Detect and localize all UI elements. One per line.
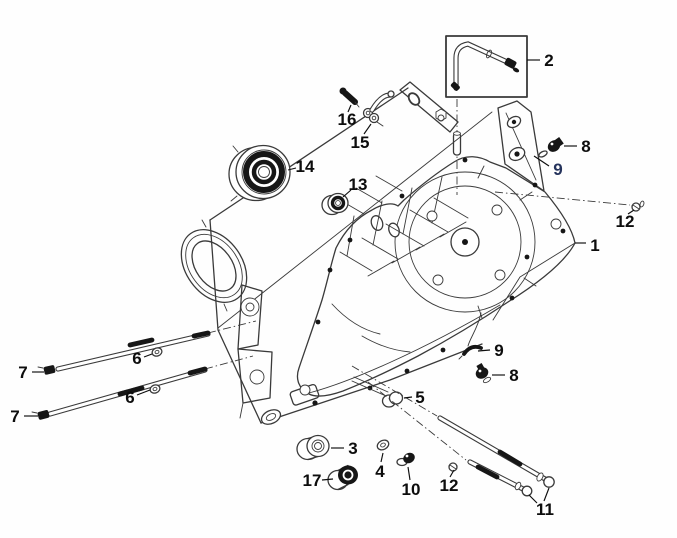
leader-line-14 bbox=[287, 167, 297, 171]
mount-bracket-left bbox=[237, 284, 273, 419]
part-13-bushing bbox=[321, 192, 349, 216]
callout-label-13: 13 bbox=[349, 175, 368, 194]
part-15-oil-pipe-assembly bbox=[362, 90, 395, 127]
leader-line-15 bbox=[363, 123, 372, 135]
callout-label-11: 11 bbox=[536, 500, 554, 519]
part-9-clip-lower bbox=[458, 312, 483, 360]
part-3-collar bbox=[296, 434, 330, 461]
callout-label-6: 6 bbox=[132, 349, 141, 368]
gasket-panel bbox=[180, 87, 493, 425]
callout-label-3: 3 bbox=[348, 439, 357, 458]
callout-label-5: 5 bbox=[415, 388, 424, 407]
leader-line-4 bbox=[380, 452, 384, 463]
callout-label-1: 1 bbox=[590, 236, 599, 255]
part-8-plug-upper bbox=[547, 137, 564, 152]
part-12-screw-right bbox=[494, 191, 645, 212]
leader-line-9 bbox=[477, 349, 491, 352]
callout-label-17: 17 bbox=[303, 471, 322, 490]
callout-label-16: 16 bbox=[338, 110, 357, 129]
callout-label-4: 4 bbox=[375, 462, 385, 481]
callout-label-12: 12 bbox=[440, 476, 459, 495]
part-17-bushing bbox=[327, 464, 358, 491]
part-10-plug bbox=[396, 452, 415, 467]
leader-line-11 bbox=[528, 494, 538, 504]
callout-label-9: 9 bbox=[494, 341, 503, 360]
leader-line-13 bbox=[342, 189, 352, 198]
callout-label-9: 9 bbox=[553, 160, 562, 179]
leader-line-16 bbox=[347, 104, 352, 113]
bolt-bosses bbox=[299, 157, 566, 396]
part-14-bearing bbox=[228, 144, 291, 202]
part-6-washer-lower bbox=[149, 384, 161, 394]
mount-bracket-top bbox=[497, 100, 545, 192]
callout-label-7: 7 bbox=[10, 407, 19, 426]
part-9-washer-upper bbox=[538, 150, 548, 158]
callout-label-8: 8 bbox=[581, 137, 590, 156]
leader-line-11 bbox=[543, 487, 550, 502]
part-12-screw-lower bbox=[448, 462, 458, 472]
part-7-bolt-lower bbox=[31, 355, 254, 420]
callout-label-12: 12 bbox=[616, 212, 635, 231]
leader-line-12 bbox=[627, 209, 635, 215]
leader-line-17 bbox=[321, 478, 334, 481]
callout-label-6: 6 bbox=[125, 388, 134, 407]
callout-label-7: 7 bbox=[18, 363, 27, 382]
part-7-bolt-upper bbox=[37, 320, 257, 375]
sealing-bar bbox=[399, 81, 459, 133]
stud-center bbox=[452, 99, 462, 195]
crankcase-body bbox=[296, 156, 576, 397]
leader-line-6 bbox=[136, 389, 151, 396]
part-8-plug-lower bbox=[475, 363, 492, 384]
leader-line-10 bbox=[407, 466, 411, 481]
leader-line-12 bbox=[449, 469, 455, 478]
leader-line-6 bbox=[143, 353, 153, 358]
callout-label-14: 14 bbox=[296, 157, 315, 176]
part-2-pipe bbox=[450, 41, 520, 91]
leader-line-5 bbox=[403, 396, 413, 399]
seal-bore bbox=[180, 219, 248, 312]
detail-box bbox=[445, 35, 528, 98]
leader-line-9 bbox=[533, 155, 550, 167]
callout-label-8: 8 bbox=[509, 366, 518, 385]
part-16-bolt bbox=[339, 87, 360, 108]
part-11-bolts bbox=[351, 365, 555, 497]
part-4-washer bbox=[376, 439, 390, 451]
callout-label-10: 10 bbox=[402, 480, 421, 499]
callout-label-15: 15 bbox=[351, 133, 370, 152]
part-6-washer-upper bbox=[151, 347, 163, 357]
part-5-roller bbox=[351, 376, 404, 408]
callout-label-2: 2 bbox=[544, 51, 553, 70]
